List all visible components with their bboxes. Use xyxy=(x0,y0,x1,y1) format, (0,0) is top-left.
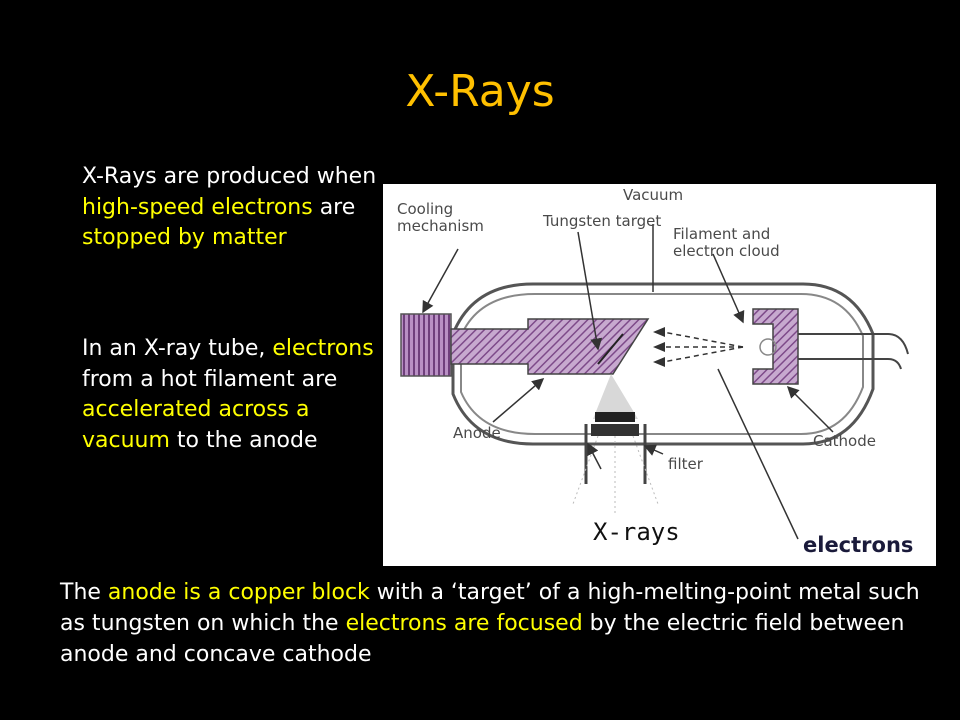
anode-block xyxy=(450,318,650,375)
paragraph-xray-tube: In an X-ray tube, electrons from a hot f… xyxy=(82,334,382,456)
cooling-mechanism xyxy=(400,313,452,377)
paragraph-xray-production: X-Rays are produced when high-speed elec… xyxy=(82,162,382,254)
paragraph-anode-description: The anode is a copper block with a ‘targ… xyxy=(60,577,940,670)
xray-output xyxy=(572,374,659,514)
body-text: from a hot filament are xyxy=(82,366,338,392)
glass-envelope xyxy=(451,282,875,446)
vacuum-label: Vacuum xyxy=(623,186,683,204)
cathode-cup xyxy=(752,308,909,385)
body-text: The xyxy=(60,580,108,605)
highlighted-text: stopped by matter xyxy=(82,225,287,250)
tungsten-target-label: Tungsten target xyxy=(542,212,661,230)
cathode-label: Cathode xyxy=(813,432,876,450)
body-text: are xyxy=(312,194,356,220)
slide-title: X-Rays xyxy=(405,66,555,117)
highlighted-text: anode is a copper block xyxy=(107,580,370,605)
electrons-label: electrons xyxy=(803,533,913,557)
leader-arrows xyxy=(422,224,834,540)
anode-label: Anode xyxy=(453,424,501,442)
xrays-label: X-rays xyxy=(593,518,680,546)
filter-label: filter xyxy=(668,455,704,473)
highlighted-text: electrons are focused xyxy=(345,611,583,636)
body-text: X-Rays are produced when xyxy=(82,164,377,189)
body-text: In an X-ray tube, xyxy=(82,336,273,361)
cooling-label-2: mechanism xyxy=(397,217,484,235)
filament-label: Filament and xyxy=(673,225,770,243)
highlighted-text: high-speed electrons xyxy=(82,194,313,220)
body-text: to the anode xyxy=(169,427,318,453)
highlighted-text: electrons xyxy=(272,336,374,361)
body-text: with a ‘target’ of a high-melting-point … xyxy=(60,580,920,636)
highlighted-text: accelerated across a vacuum xyxy=(82,397,310,453)
xray-tube-diagram: Cooling mechanism Vacuum Tungsten target… xyxy=(383,184,936,566)
body-text: by the electric field between anode and … xyxy=(60,611,905,667)
cooling-label: Cooling xyxy=(397,200,453,218)
filament-label-2: electron cloud xyxy=(673,242,780,260)
electron-beam xyxy=(653,327,744,367)
